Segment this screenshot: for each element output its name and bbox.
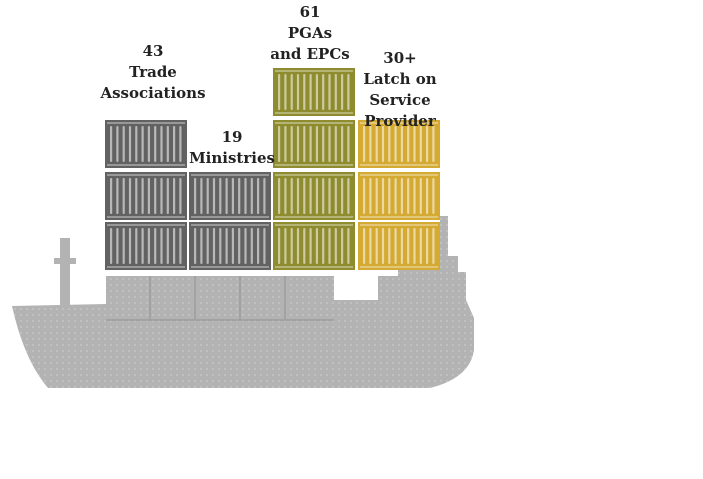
container-stacks (105, 68, 440, 270)
trade-associations-label-line: Associations (100, 84, 206, 102)
pgas-epcs-container (273, 172, 355, 220)
ship-hull (12, 216, 474, 388)
latch-on-label-line: Provider (364, 112, 436, 130)
pgas-epcs-count: 61 (299, 3, 321, 21)
pgas-epcs-label-line: and EPCs (270, 45, 350, 63)
latch-on-container (358, 172, 440, 220)
trade-associations-container (105, 222, 187, 270)
trade-associations-count: 43 (142, 42, 164, 60)
ministries-container (189, 222, 271, 270)
trade-associations-container (105, 120, 187, 168)
latch-on-container (358, 222, 440, 270)
latch-on-container (358, 120, 440, 168)
trade-associations-label-line: Trade (129, 63, 177, 81)
pgas-epcs-container (273, 68, 355, 116)
trade-associations-container (105, 172, 187, 220)
pgas-epcs-label-line: PGAs (287, 24, 333, 42)
ministries-count: 19 (221, 128, 243, 146)
latch-on-label-line: Service (369, 91, 431, 109)
latch-on-count: 30+ (383, 49, 417, 67)
pgas-epcs-container (273, 222, 355, 270)
ministries-container (189, 172, 271, 220)
ministries-label-line: Ministries (189, 149, 275, 167)
pgas-epcs-container (273, 120, 355, 168)
latch-on-label-line: Latch on (363, 70, 437, 88)
